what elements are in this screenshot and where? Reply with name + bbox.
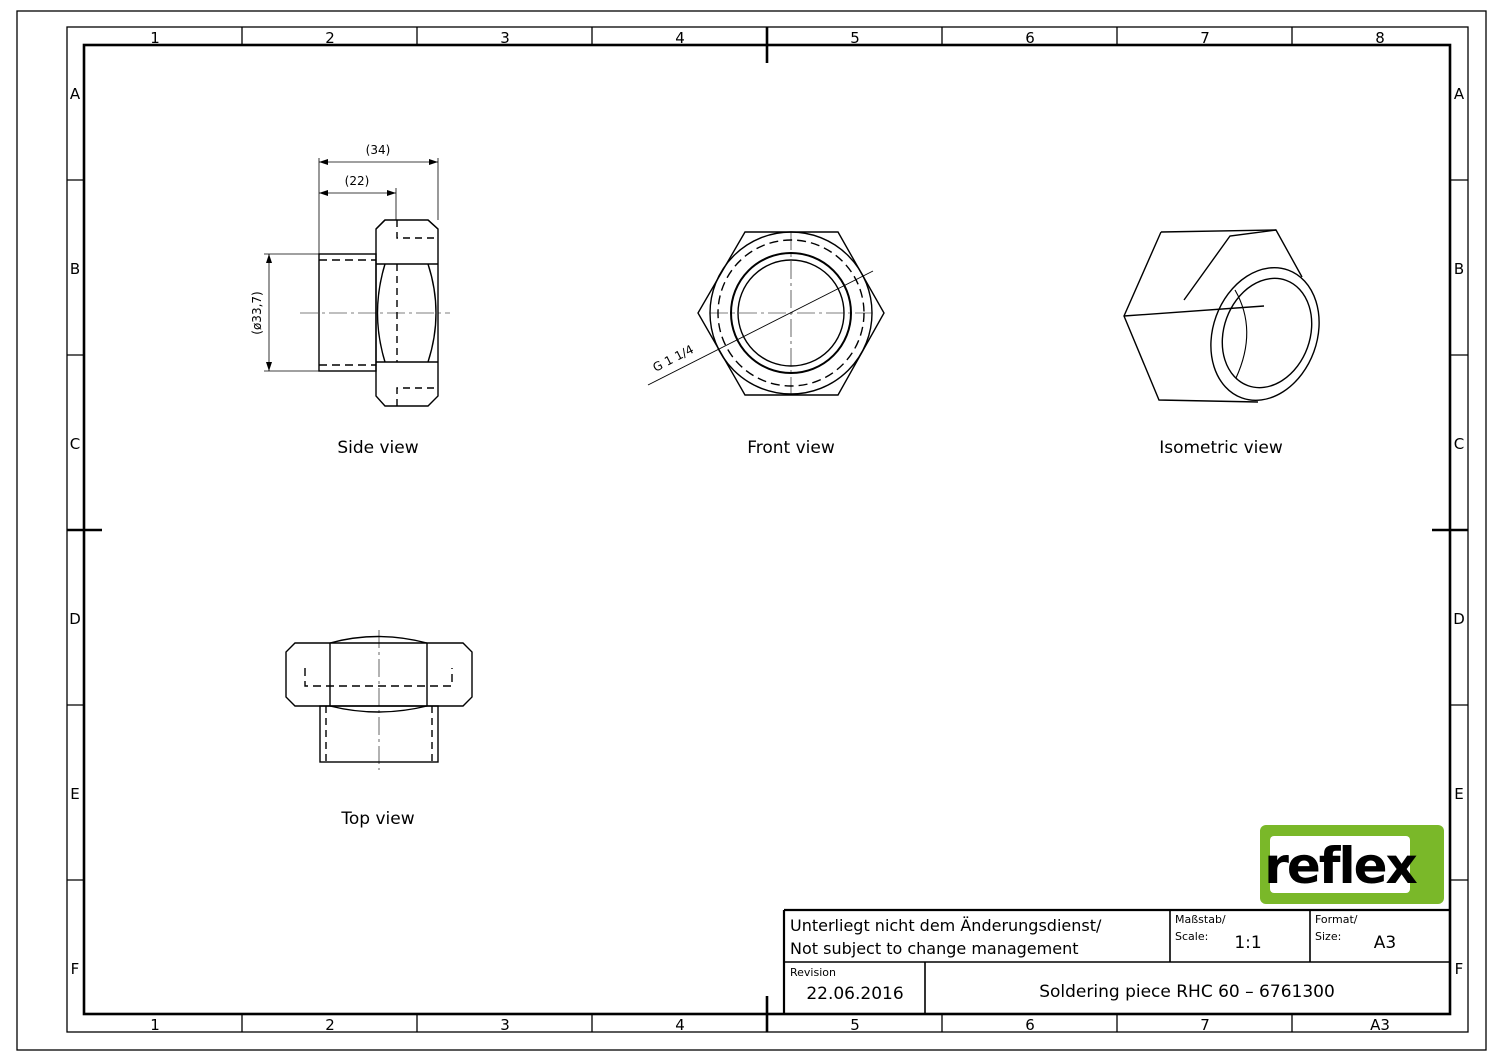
title-block-lines [782,908,1450,1014]
logo-wordmark: reflex [1264,837,1417,895]
row-label: D [69,610,81,628]
row-label: E [1454,785,1463,803]
dim-diameter: (ø33,7) [250,291,264,334]
bottom-column-ticks [241,996,1293,1032]
front-view-label: Front view [747,438,835,458]
sheet-size-label: A3 [1370,1016,1390,1034]
col-label: 6 [1025,1016,1035,1034]
col-label: 1 [150,29,160,47]
tb-note-line2: Not subject to change management [790,939,1079,958]
tb-scale-label1: Maßstab/ [1175,913,1226,926]
tb-revision-label: Revision [790,966,836,979]
isometric-view-drawing [1123,229,1320,403]
col-label: 5 [850,29,860,47]
side-view-label: Side view [337,438,418,458]
tb-format-value: A3 [1374,933,1396,953]
top-view-drawing [285,630,473,770]
side-view-arrows [266,159,438,371]
dim-pipe-length: (22) [345,174,370,188]
column-labels-bottom: 1 2 3 4 5 6 7 A3 [150,1016,1390,1034]
col-label: 3 [500,29,510,47]
reflex-logo: reflex [1260,825,1444,904]
top-view-label: Top view [340,809,414,829]
col-label: 2 [325,29,335,47]
front-view-drawing [647,231,885,396]
row-label: B [70,260,80,278]
col-label: 5 [850,1016,860,1034]
row-label: B [1454,260,1464,278]
dim-overall-length: (34) [366,143,391,157]
tb-format-label2: Size: [1315,930,1341,943]
row-label: D [1453,610,1465,628]
col-label: 7 [1200,1016,1210,1034]
row-label: F [1455,960,1464,978]
tb-scale-value: 1:1 [1234,933,1261,953]
side-view-drawing [264,158,450,407]
col-label: 7 [1200,29,1210,47]
row-label: E [70,785,79,803]
tb-revision-value: 22.06.2016 [806,984,903,1004]
col-label: 8 [1375,29,1385,47]
row-ticks [67,179,1468,881]
grid-frame [66,26,1469,1033]
col-label: 4 [675,29,685,47]
col-label: 3 [500,1016,510,1034]
row-labels-right: A B C D E F [1453,85,1465,978]
tb-format-label1: Format/ [1315,913,1358,926]
tb-note-line1: Unterliegt nicht dem Änderungsdienst/ [790,916,1102,935]
column-labels-top: 1 2 3 4 5 6 7 8 [150,29,1385,47]
col-label: 6 [1025,29,1035,47]
col-label: 2 [325,1016,335,1034]
row-label: C [1454,435,1464,453]
tb-title: Soldering piece RHC 60 – 6761300 [1039,982,1335,1002]
isometric-view-label: Isometric view [1159,438,1283,458]
row-label: F [71,960,80,978]
row-label: A [1454,85,1465,103]
outer-trim-frame [16,10,1487,1051]
top-column-ticks [241,27,1293,63]
row-labels-left: A B C D E F [69,85,81,978]
drawing-frame [82,43,1452,1016]
tb-scale-label2: Scale: [1175,930,1208,943]
row-label: A [70,85,81,103]
row-label: C [70,435,80,453]
dim-thread: G 1 1/4 [650,342,695,374]
col-label: 1 [150,1016,160,1034]
col-label: 4 [675,1016,685,1034]
